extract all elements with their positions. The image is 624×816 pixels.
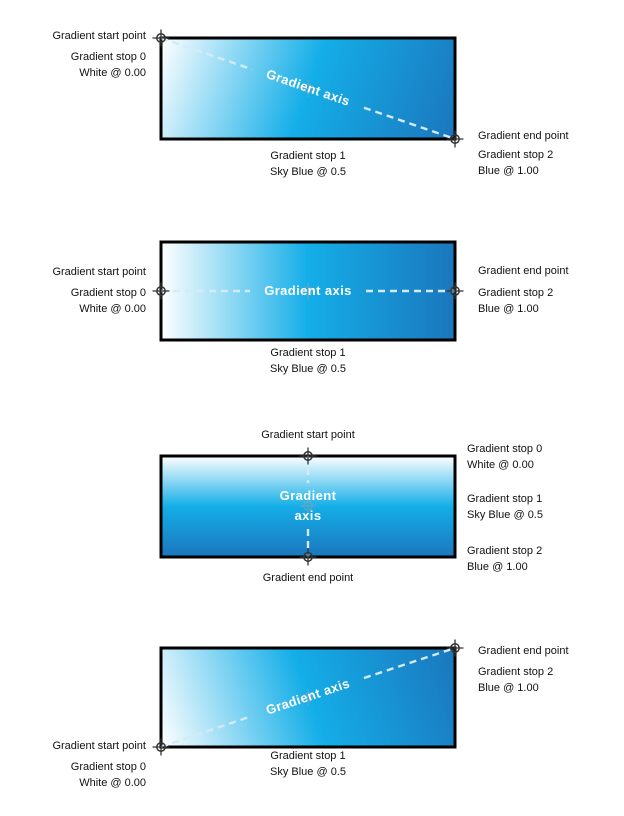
stop-value: White @ 0.00 [79,777,146,789]
stop-name: Gradient stop 2 [478,149,554,161]
gradient-axis-dash-line [363,646,456,680]
stop-name: Gradient stop 0 [70,287,146,299]
gradient-stop1-label: Gradient stop 1 Sky Blue @ 0.5 [161,148,455,180]
gradient-axis-label: Gradient axis [218,486,398,526]
stop-value: White @ 0.00 [467,459,534,471]
gradient-stop0-label: Gradient stop 0 White @ 0.00 [467,441,542,473]
stop-value: Sky Blue @ 0.5 [270,766,346,778]
stop-value: White @ 0.00 [79,303,146,315]
stop-name: Gradient stop 0 [70,51,146,63]
gradient-stop0-label: Gradient stop 0 White @ 0.00 [71,759,146,791]
stop-name: Gradient stop 1 [270,150,346,162]
end-point-label: Gradient end point [262,572,354,584]
stop-value: Sky Blue @ 0.5 [467,509,543,521]
gradient-axis-dash-line [160,36,253,71]
stop-value: White @ 0.00 [79,67,146,79]
stop-name: Gradient stop 1 [467,493,543,505]
stop-name: Gradient stop 1 [270,347,346,359]
start-point-label: Gradient start point [52,740,146,752]
start-point-label: Gradient start point [261,429,355,441]
gradient-stop1-label: Gradient stop 1 Sky Blue @ 0.5 [161,345,455,377]
end-point-label: Gradient end point [478,645,569,657]
gradient-axis-label-line1: Gradient [279,488,337,503]
stop-name: Gradient stop 2 [467,545,543,557]
start-point-label: Gradient start point [52,30,146,42]
start-point-label: Gradient start point [52,266,146,278]
gradient-axis-dash-line [363,106,456,141]
gradient-stop0-label: Gradient stop 0 White @ 0.00 [71,285,146,317]
gradient-stop2-label: Gradient stop 2 Blue @ 1.00 [478,664,553,696]
stop-name: Gradient stop 1 [270,750,346,762]
stop-name: Gradient stop 2 [478,287,554,299]
stop-name: Gradient stop 0 [70,761,146,773]
gradient-stop2-label: Gradient stop 2 Blue @ 1.00 [478,285,553,317]
gradient-stop1-label: Gradient stop 1 Sky Blue @ 0.5 [161,748,455,780]
stop-value: Blue @ 1.00 [478,303,539,315]
gradient-axis-label: Gradient axis [264,283,352,298]
stop-name: Gradient stop 2 [478,666,554,678]
end-point-label: Gradient end point [478,130,569,142]
stop-value: Sky Blue @ 0.5 [270,166,346,178]
gradient-stop1-label: Gradient stop 1 Sky Blue @ 0.5 [467,491,543,523]
gradient-stop2-label: Gradient stop 2 Blue @ 1.00 [478,147,553,179]
stop-value: Blue @ 1.00 [478,165,539,177]
gradient-stop0-label: Gradient stop 0 White @ 0.00 [71,49,146,81]
stop-value: Blue @ 1.00 [478,682,539,694]
end-point-label: Gradient end point [478,265,569,277]
gradient-stop2-label: Gradient stop 2 Blue @ 1.00 [467,543,542,575]
gradient-axis-dash-line [160,714,253,749]
stop-value: Sky Blue @ 0.5 [270,363,346,375]
gradient-axis-label-line2: axis [294,508,322,523]
stop-value: Blue @ 1.00 [467,561,528,573]
stop-name: Gradient stop 0 [467,443,543,455]
